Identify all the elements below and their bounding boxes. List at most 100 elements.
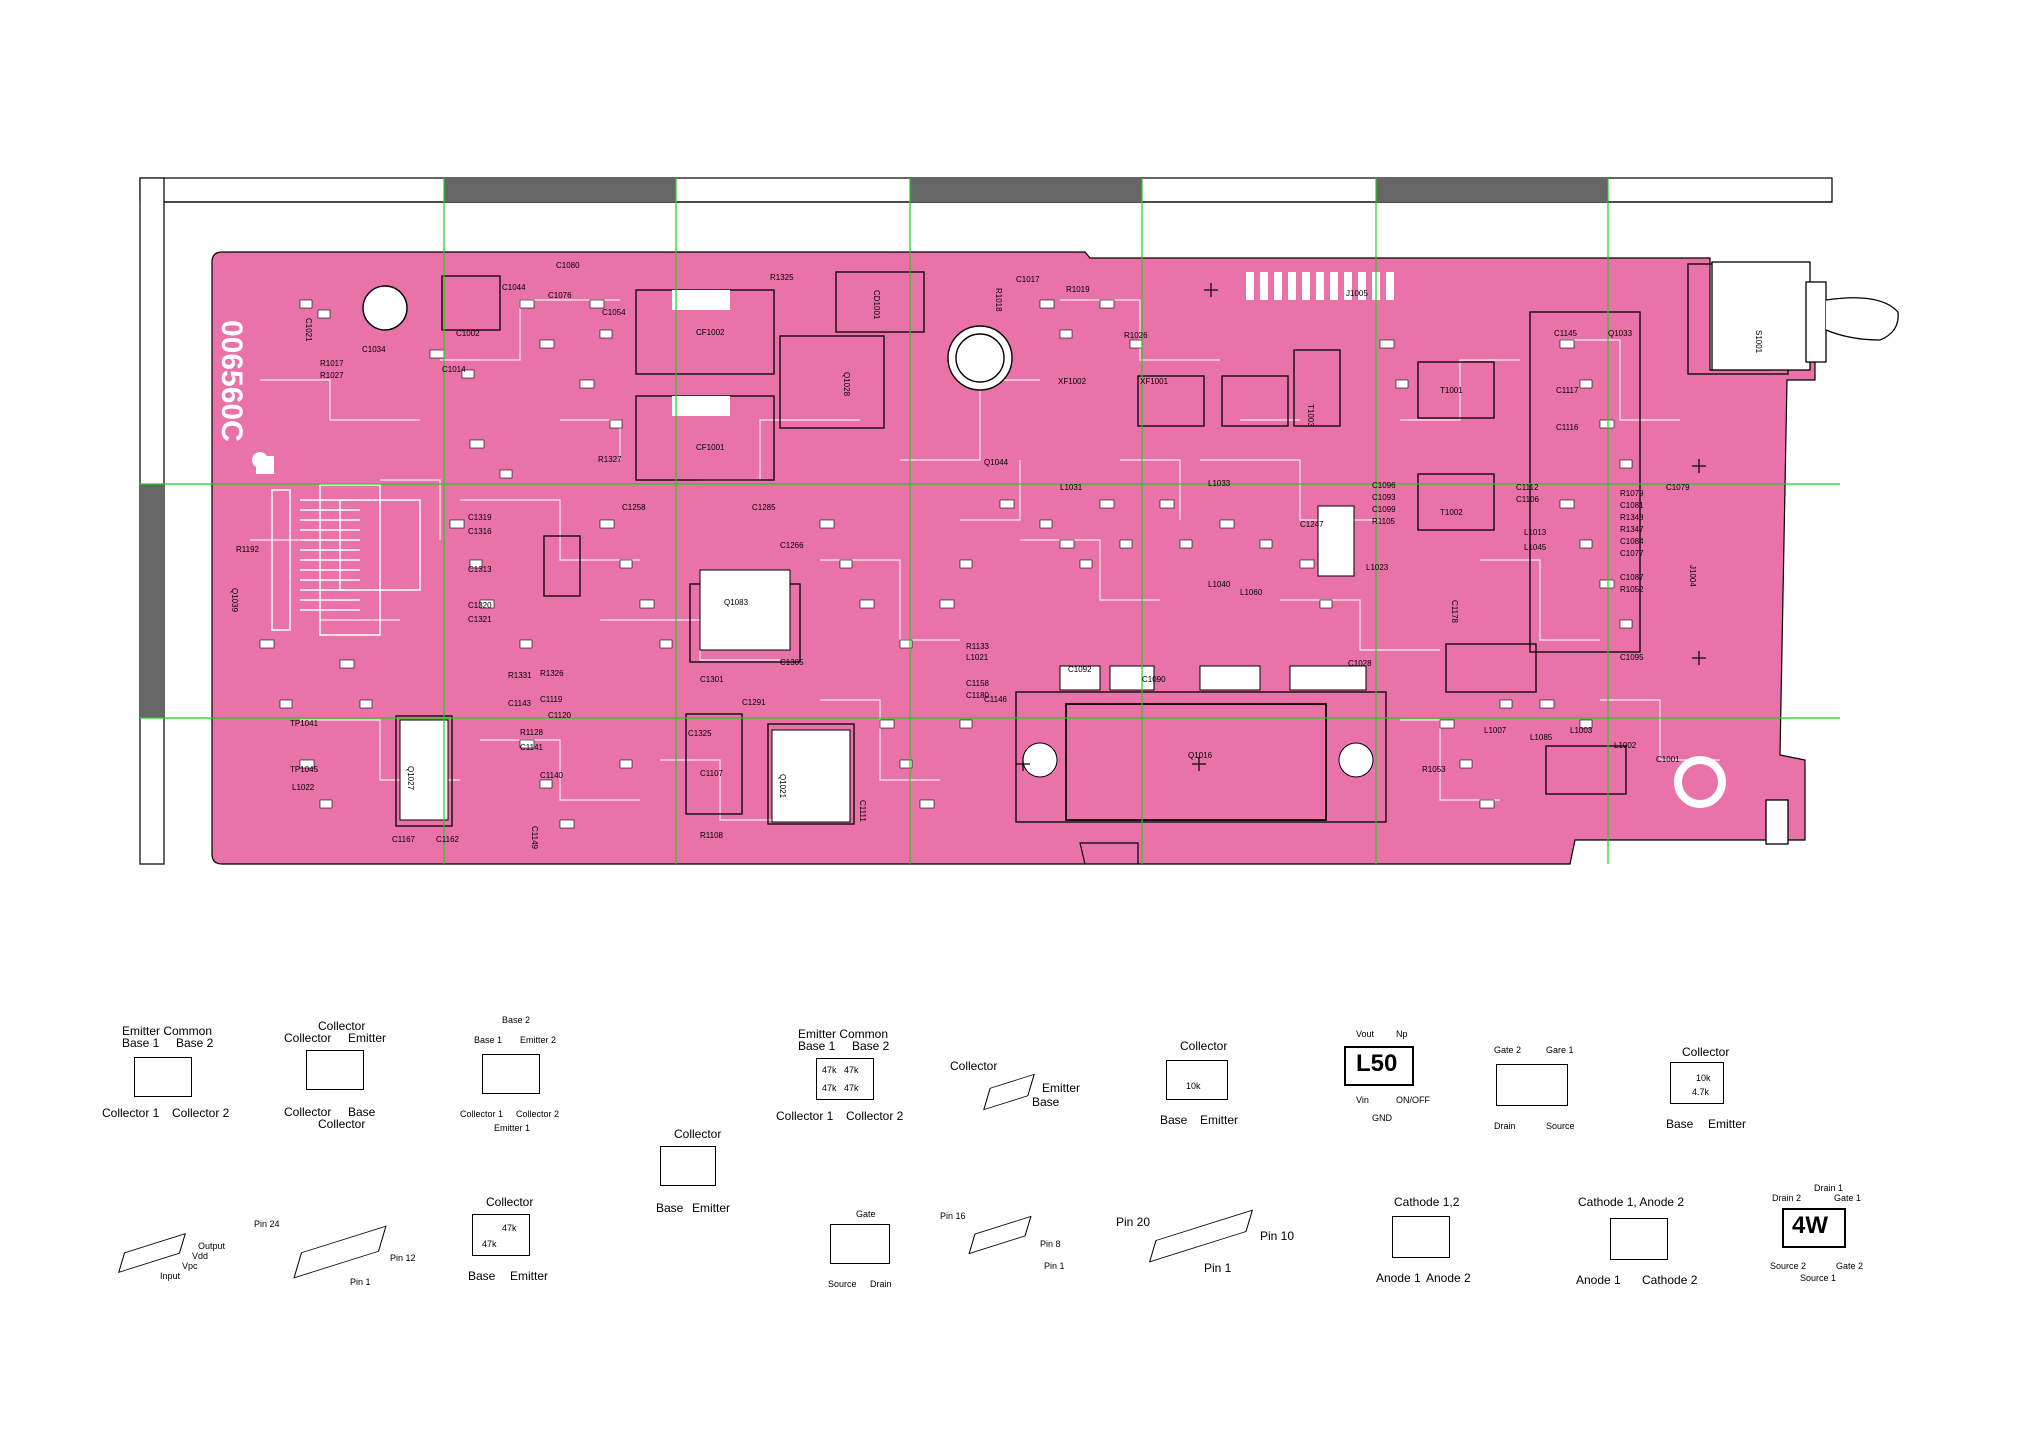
svg-text:C1112: C1112 (1516, 483, 1539, 492)
svg-text:C1119: C1119 (540, 695, 563, 704)
component-labels: CF1002 CF1001 Q1028 Q1016 Q1021 Q1027 Q1… (230, 261, 1763, 850)
svg-text:T1001: T1001 (1440, 386, 1463, 395)
svg-text:L1022: L1022 (292, 783, 315, 792)
svg-text:C1079: C1079 (1666, 483, 1690, 492)
svg-text:C1076: C1076 (548, 291, 572, 300)
svg-text:C1285: C1285 (752, 503, 776, 512)
svg-text:R1026: R1026 (1124, 331, 1148, 340)
svg-text:C1014: C1014 (442, 365, 466, 374)
svg-text:L1040: L1040 (1208, 580, 1231, 589)
legend-ic-16: Pin 16 Pin 8 Pin 1 (940, 1211, 1065, 1271)
board-fiducial (256, 456, 274, 474)
svg-text:C1107: C1107 (700, 769, 724, 778)
svg-text:R1052: R1052 (1620, 585, 1644, 594)
legend-mosfet-4w: Drain 1 Drain 2 Gate 1 4W Source 2 Gate … (1770, 1183, 1864, 1283)
legend-diode-series: Cathode 1, Anode 2 Anode 1 Cathode 2 (1576, 1195, 1698, 1287)
svg-text:C1301: C1301 (700, 675, 724, 684)
svg-text:CF1002: CF1002 (696, 328, 725, 337)
svg-text:R1327: R1327 (598, 455, 622, 464)
svg-text:C1077: C1077 (1620, 549, 1644, 558)
legend-power-transistor: Collector Emitter Base (950, 1059, 1081, 1111)
ribbon-connector-pads (271, 484, 421, 636)
svg-text:R1027: R1027 (320, 371, 344, 380)
svg-text:C1319: C1319 (468, 513, 492, 522)
svg-text:C1178: C1178 (1450, 600, 1459, 624)
svg-text:C1080: C1080 (556, 261, 580, 270)
svg-text:R1325: R1325 (770, 273, 794, 282)
svg-text:Q1027: Q1027 (406, 766, 415, 791)
svg-text:C1141: C1141 (520, 743, 544, 752)
legend-fet: Gate Source Drain (828, 1209, 892, 1289)
svg-text:XF1001: XF1001 (1140, 377, 1169, 386)
svg-text:C1146: C1146 (984, 695, 1008, 704)
svg-text:C1044: C1044 (502, 283, 526, 292)
svg-text:L1007: L1007 (1484, 726, 1507, 735)
svg-text:C1158: C1158 (966, 679, 990, 688)
svg-text:C1162: C1162 (436, 835, 460, 844)
legend-diode-cc: Cathode 1,2 Anode 1 Anode 2 (1376, 1195, 1471, 1285)
svg-text:C1120: C1120 (548, 711, 572, 720)
svg-text:C1054: C1054 (602, 308, 626, 317)
legend-transistor-sot23: Collector Base Emitter (656, 1127, 731, 1215)
svg-text:R1017: R1017 (320, 359, 344, 368)
svg-text:Q1028: Q1028 (842, 372, 851, 397)
svg-text:C1090: C1090 (1142, 675, 1166, 684)
svg-text:C1180: C1180 (966, 691, 990, 700)
svg-text:L1033: L1033 (1208, 479, 1231, 488)
svg-text:R1019: R1019 (1066, 285, 1090, 294)
svg-text:Q1044: Q1044 (984, 458, 1009, 467)
smd-parts (259, 299, 1633, 829)
svg-text:R1348: R1348 (1620, 513, 1644, 522)
svg-text:TP1045: TP1045 (290, 765, 319, 774)
svg-text:C1149: C1149 (530, 826, 539, 850)
legend-ic-24: Pin 24 Pin 12 Pin 1 (254, 1219, 416, 1287)
frame-dark-segments (140, 178, 1608, 718)
svg-text:C1291: C1291 (742, 698, 766, 707)
svg-text:C1116: C1116 (1556, 423, 1579, 432)
svg-text:C1093: C1093 (1372, 493, 1396, 502)
svg-text:C1145: C1145 (1554, 329, 1578, 338)
svg-text:C1313: C1313 (468, 565, 492, 574)
svg-text:R1192: R1192 (236, 545, 260, 554)
svg-text:L1021: L1021 (966, 653, 989, 662)
svg-text:R1053: R1053 (1422, 765, 1446, 774)
legend-digital-47k: Collector 47k 47k Base Emitter (468, 1195, 549, 1283)
svg-text:L1002: L1002 (1614, 741, 1637, 750)
grid-lines (140, 178, 1840, 864)
legend-dual-npn: Emitter Common Base 1 Base 2 Collector 1… (102, 1024, 230, 1120)
svg-text:C1092: C1092 (1068, 665, 1092, 674)
svg-text:C1167: C1167 (392, 835, 416, 844)
component-outlines (395, 263, 1789, 827)
svg-text:R1105: R1105 (1372, 517, 1396, 526)
svg-text:C1034: C1034 (362, 345, 386, 354)
svg-text:Q1016: Q1016 (1188, 751, 1213, 760)
switch-connector (1711, 261, 1899, 845)
svg-text:C1081: C1081 (1620, 501, 1644, 510)
svg-text:C1140: C1140 (540, 771, 564, 780)
svg-text:T1002: T1002 (1440, 508, 1463, 517)
svg-text:R1347: R1347 (1620, 525, 1644, 534)
svg-text:C1321: C1321 (468, 615, 492, 624)
registration-marks (1016, 283, 1706, 771)
ic-chips (399, 505, 1355, 823)
svg-text:R1133: R1133 (966, 642, 990, 651)
svg-text:C1305: C1305 (780, 658, 804, 667)
svg-text:L1085: L1085 (1530, 733, 1553, 742)
svg-text:XF1002: XF1002 (1058, 377, 1087, 386)
svg-text:C1017: C1017 (1016, 275, 1040, 284)
svg-text:J1004: J1004 (1688, 565, 1697, 587)
svg-text:Q1033: Q1033 (1608, 329, 1633, 338)
svg-text:C1002: C1002 (456, 329, 480, 338)
legend-transistor-pair: Collector Collector Emitter Collector Ba… (284, 1019, 387, 1131)
svg-text:R1079: R1079 (1620, 489, 1644, 498)
board-code: 006560C (215, 320, 248, 442)
svg-text:Q1039: Q1039 (230, 588, 239, 613)
svg-text:Q1021: Q1021 (778, 774, 787, 799)
svg-text:L1003: L1003 (1570, 726, 1593, 735)
svg-text:C1099: C1099 (1372, 505, 1396, 514)
svg-text:T1003: T1003 (1306, 404, 1315, 427)
svg-text:R1326: R1326 (540, 669, 564, 678)
svg-text:C1320: C1320 (468, 601, 492, 610)
legend-dual-gate-fet: Gate 2 Gare 1 Drain Source (1494, 1045, 1575, 1131)
